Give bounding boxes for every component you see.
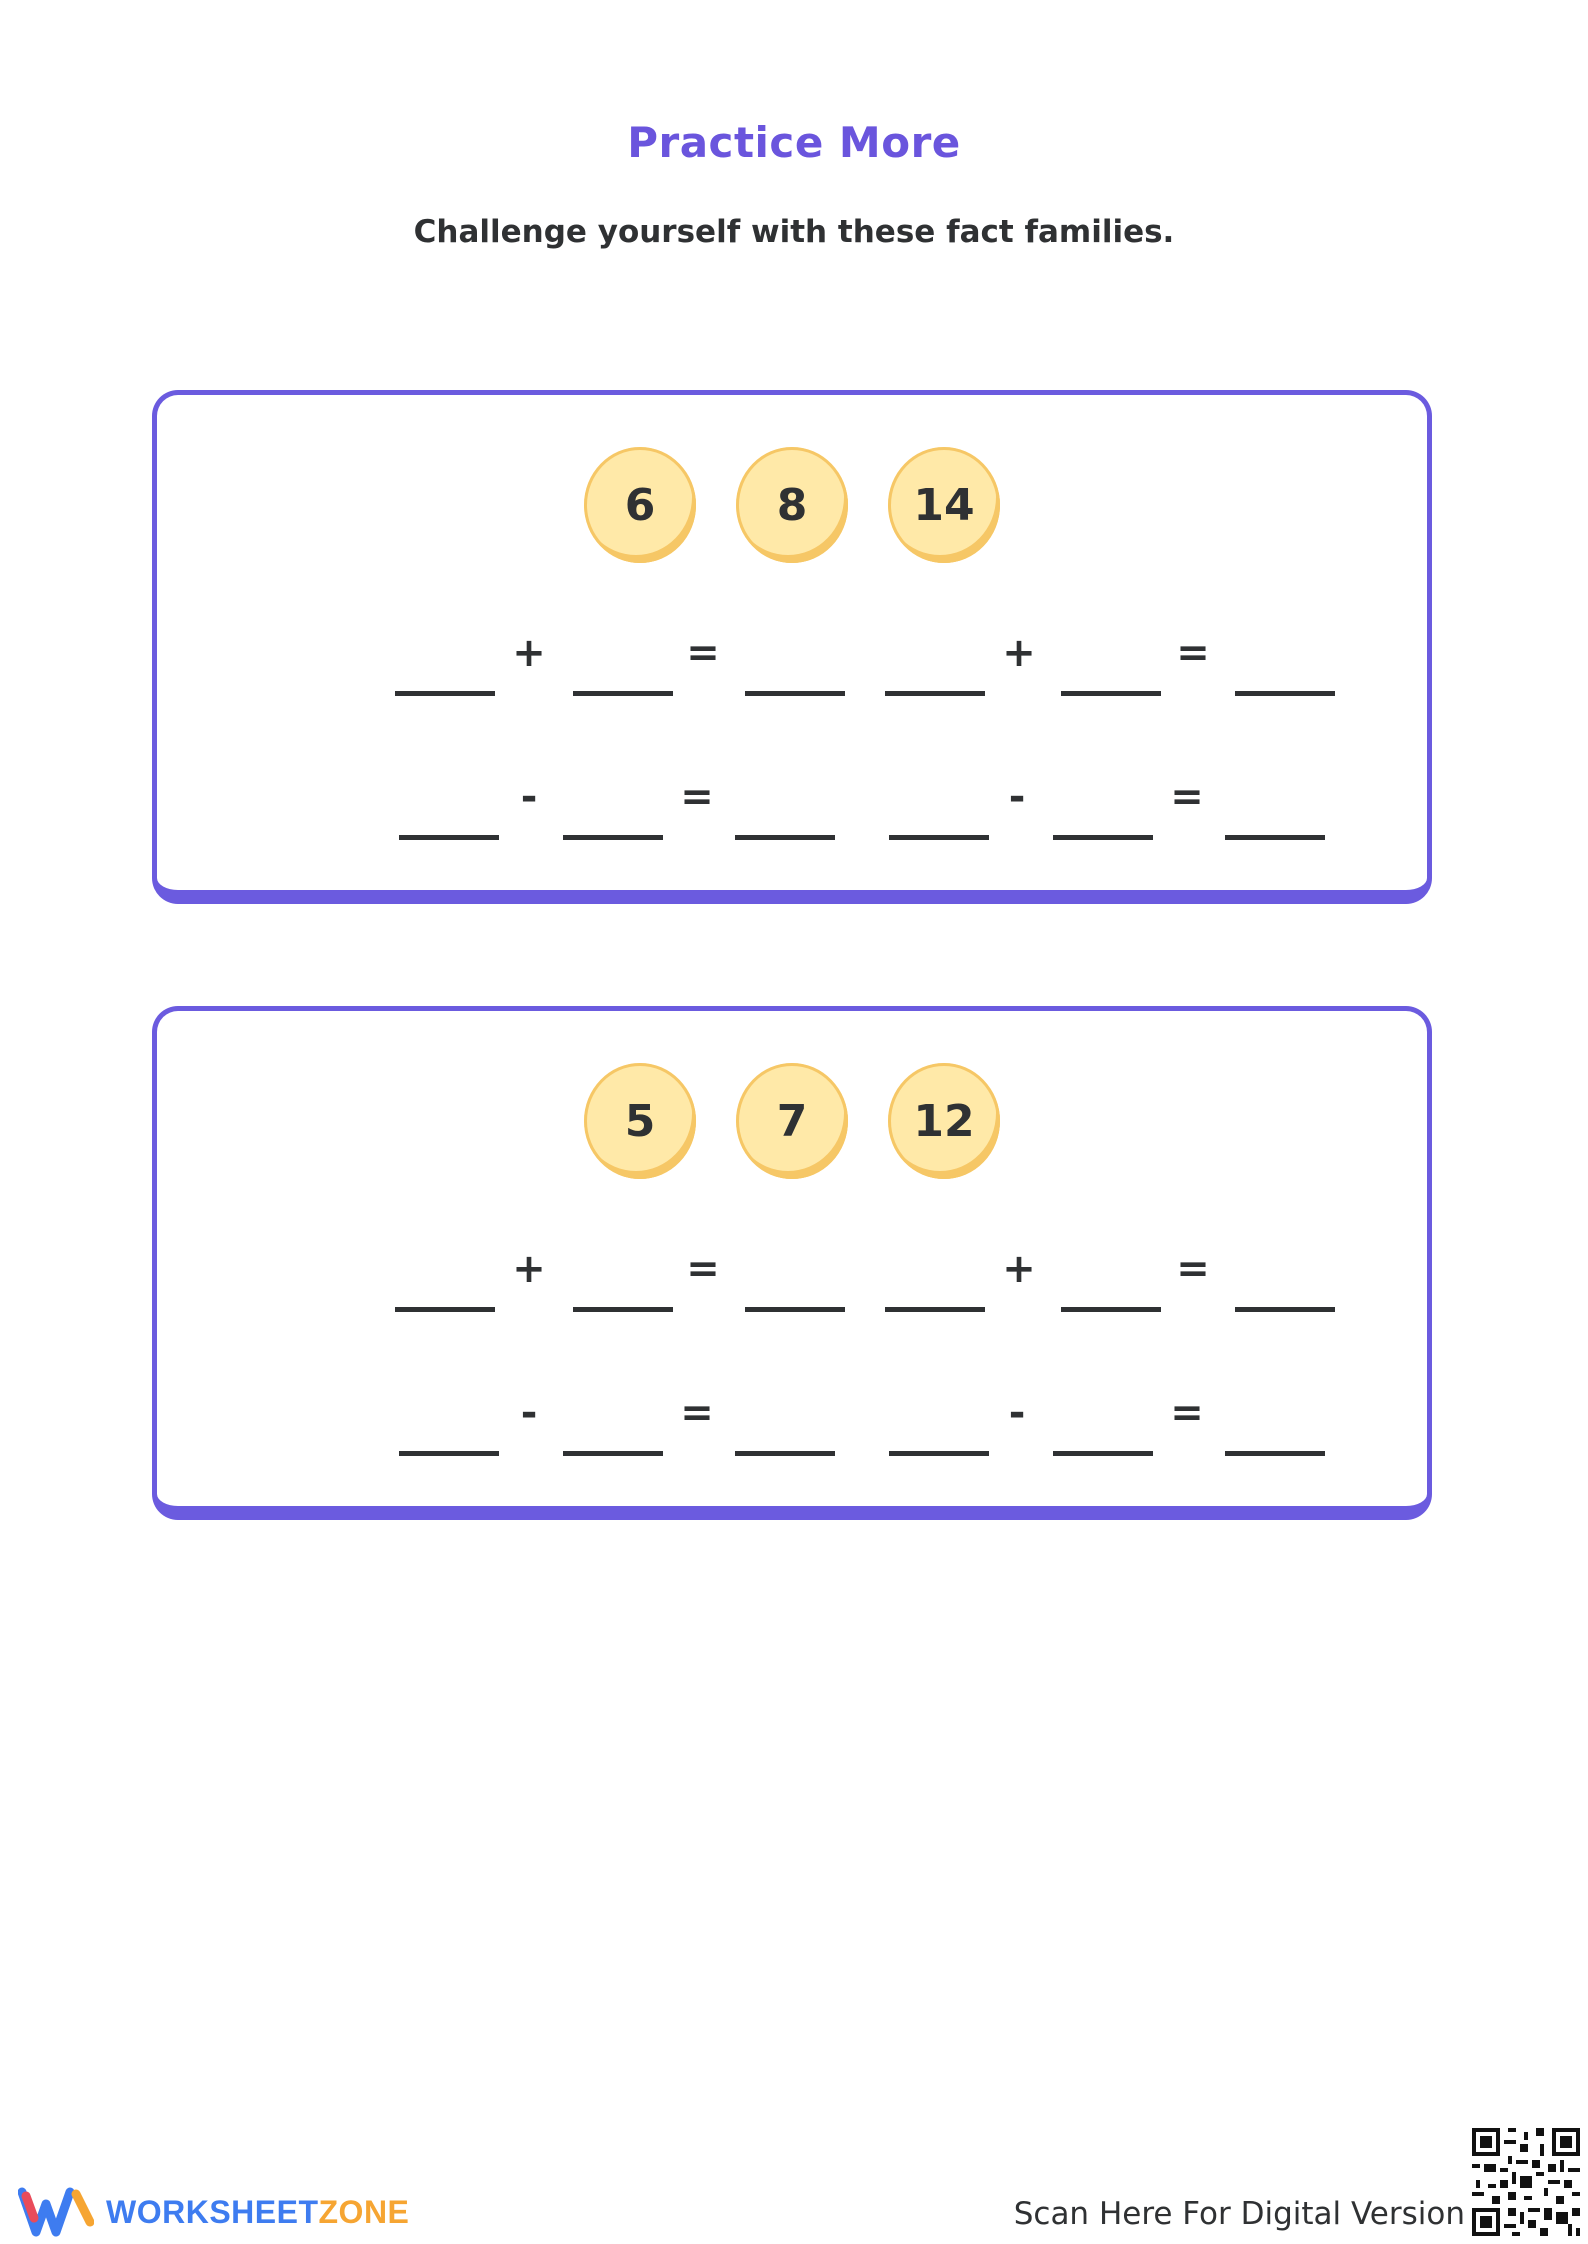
answer-blank[interactable] xyxy=(1225,835,1325,840)
minus-sign: - xyxy=(520,774,538,820)
plus-sign: + xyxy=(1002,1246,1036,1292)
answer-blank[interactable] xyxy=(395,1307,495,1312)
plus-sign: + xyxy=(512,630,546,676)
answer-blank[interactable] xyxy=(735,1451,835,1456)
worksheetzone-logo-icon xyxy=(18,2187,94,2237)
answer-blank[interactable] xyxy=(399,835,499,840)
page-title: Practice More xyxy=(627,118,961,167)
plus-sign: + xyxy=(1002,630,1036,676)
answer-blank[interactable] xyxy=(889,1451,989,1456)
equals-sign: = xyxy=(1176,1246,1210,1292)
answer-blank[interactable] xyxy=(1235,691,1335,696)
number-group: 5 7 12 xyxy=(157,1063,1427,1179)
answer-blank[interactable] xyxy=(573,1307,673,1312)
equals-sign: = xyxy=(686,630,720,676)
answer-blank[interactable] xyxy=(1061,1307,1161,1312)
answer-blank[interactable] xyxy=(885,1307,985,1312)
answer-blank[interactable] xyxy=(395,691,495,696)
answer-blank[interactable] xyxy=(885,691,985,696)
number-group: 6 8 14 xyxy=(157,447,1427,563)
answer-blank[interactable] xyxy=(1235,1307,1335,1312)
equals-sign: = xyxy=(1170,1390,1204,1436)
fact-family-card-2: 5 7 12 + = + = - = - = xyxy=(152,1006,1432,1520)
equals-sign: = xyxy=(1170,774,1204,820)
brand-name-part2: ZONE xyxy=(318,2194,410,2230)
equals-sign: = xyxy=(1176,630,1210,676)
answer-blank[interactable] xyxy=(1061,691,1161,696)
number-circle: 12 xyxy=(888,1063,1000,1179)
answer-blank[interactable] xyxy=(1053,835,1153,840)
answer-blank[interactable] xyxy=(745,691,845,696)
equals-sign: = xyxy=(680,774,714,820)
plus-sign: + xyxy=(512,1246,546,1292)
answer-blank[interactable] xyxy=(745,1307,845,1312)
answer-blank[interactable] xyxy=(1053,1451,1153,1456)
answer-blank[interactable] xyxy=(563,835,663,840)
brand-logo: WORKSHEETZONE xyxy=(18,2186,438,2237)
minus-sign: - xyxy=(1008,774,1026,820)
answer-blank[interactable] xyxy=(399,1451,499,1456)
answer-blank[interactable] xyxy=(573,691,673,696)
number-circle: 6 xyxy=(584,447,696,563)
equals-sign: = xyxy=(686,1246,720,1292)
answer-blank[interactable] xyxy=(1225,1451,1325,1456)
fact-family-card-1: 6 8 14 + = + = - = - = xyxy=(152,390,1432,904)
scan-caption: Scan Here For Digital Version xyxy=(1013,2196,1465,2232)
minus-sign: - xyxy=(1008,1390,1026,1436)
page-subtitle: Challenge yourself with these fact famil… xyxy=(413,214,1175,250)
number-circle: 8 xyxy=(736,447,848,563)
answer-blank[interactable] xyxy=(563,1451,663,1456)
brand-name-part1: WORKSHEET xyxy=(106,2194,319,2230)
answer-blank[interactable] xyxy=(889,835,989,840)
answer-blank[interactable] xyxy=(735,835,835,840)
qr-code-icon[interactable] xyxy=(1472,2128,1580,2236)
number-circle: 5 xyxy=(584,1063,696,1179)
number-circle: 7 xyxy=(736,1063,848,1179)
number-circle: 14 xyxy=(888,447,1000,563)
equals-sign: = xyxy=(680,1390,714,1436)
minus-sign: - xyxy=(520,1390,538,1436)
